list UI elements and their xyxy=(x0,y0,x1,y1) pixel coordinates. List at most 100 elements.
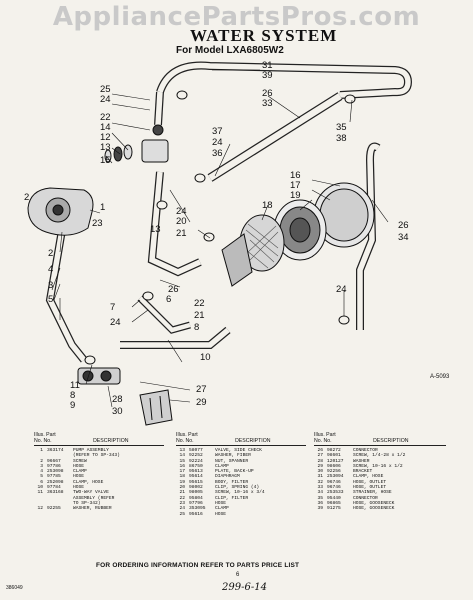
illus-number: 4 xyxy=(40,469,43,475)
callout-31: 31 xyxy=(262,60,273,71)
illus-number: 39 xyxy=(317,506,323,512)
part-number: 96865 xyxy=(327,500,341,506)
callout-2b: 2 xyxy=(48,248,53,259)
callout-37: 37 xyxy=(212,126,223,137)
watermark: AppliancePartsPros.com xyxy=(52,2,421,32)
callout-17: 17 xyxy=(290,180,301,191)
part-number: 92224 xyxy=(189,458,203,464)
illus-number: 26 xyxy=(317,448,323,453)
part-description: BRACKET xyxy=(353,469,373,475)
illus-number: 21 xyxy=(179,490,185,496)
illus-number: 32 xyxy=(317,479,323,485)
callout-2a: 2 xyxy=(24,192,29,203)
part-description: STRAINER, HOSE xyxy=(353,490,392,496)
part-number: 97784 xyxy=(47,485,61,491)
illus-number: 5 xyxy=(40,474,43,480)
part-number: 58077 xyxy=(189,448,203,453)
diagram-subtitle: For Model LXA6805W2 xyxy=(176,45,284,56)
part-number: 252098 xyxy=(47,479,64,485)
callout-26a: 26 xyxy=(262,88,273,99)
part-number: 86750 xyxy=(189,463,203,469)
illus-number: 18 xyxy=(179,474,185,480)
illus-number: 29 xyxy=(317,463,323,469)
callout-25: 25 xyxy=(100,84,111,95)
parts-header: Illus. Part No. No. DESCRIPTION xyxy=(34,432,129,444)
callout-20: 20 xyxy=(176,216,187,227)
callout-30: 30 xyxy=(112,406,123,417)
part-number: 97786 xyxy=(47,463,61,469)
part-number: 253094 xyxy=(327,474,344,480)
callout-10: 10 xyxy=(200,352,211,363)
part-number: 120127 xyxy=(327,458,344,464)
illus-number: 12 xyxy=(37,506,43,512)
illus-number: 14 xyxy=(179,453,185,459)
part-description: WASHER xyxy=(353,458,370,464)
part-description: HOSE xyxy=(215,511,227,517)
diagram-title: WATER SYSTEM xyxy=(190,26,338,45)
illus-number: 34 xyxy=(317,490,323,496)
illus-number: 20 xyxy=(179,485,185,491)
part-description: NUT, SPANNER xyxy=(215,458,249,464)
illus-number: 31 xyxy=(317,474,323,480)
callout-6: 6 xyxy=(166,294,171,305)
callout-8b: 8 xyxy=(70,390,75,401)
part-number: 92252 xyxy=(189,453,203,459)
part-description: HOSE, OUTLET xyxy=(353,485,387,491)
illus-number: 19 xyxy=(179,479,185,485)
parts-header: Illus. Part No. No. DESCRIPTION xyxy=(176,432,271,444)
part-description: TWO-WAY VALVE xyxy=(73,490,109,496)
part-number: 95804 xyxy=(189,495,203,501)
part-number: 97796 xyxy=(189,500,203,506)
parts-row: 31 253094 CLAMP, HOSE xyxy=(314,474,446,479)
part-description: TO SP-342) xyxy=(73,500,101,506)
part-description: HOSE xyxy=(215,500,227,506)
callout-27: 27 xyxy=(196,384,207,395)
callout-5: 5 xyxy=(48,294,53,305)
part-description: HOSE, GOOSENECK xyxy=(353,506,395,512)
part-description: CLAMP xyxy=(73,469,87,475)
part-number: 98002 xyxy=(189,485,203,491)
callout-38: 38 xyxy=(336,133,347,144)
part-description: ASSEMBLY (REFER xyxy=(73,495,115,501)
callout-24c: 24 xyxy=(176,206,187,217)
part-number: 353095 xyxy=(189,506,206,512)
illus-number: 33 xyxy=(317,485,323,491)
part-description: WASHER, RUBBER xyxy=(73,506,112,512)
part-description: BODY, FILTER xyxy=(215,479,249,485)
illus-number: 35 xyxy=(317,495,323,501)
illus-number: 15 xyxy=(179,458,185,464)
parts-header: Illus. Part No. No. DESCRIPTION xyxy=(314,432,409,444)
callout-9: 9 xyxy=(70,400,75,411)
part-number: 97785 xyxy=(47,474,61,480)
page-number: 6 xyxy=(236,572,240,578)
callout-4: 4 xyxy=(48,264,53,275)
part-description: CLAMP, HOSE xyxy=(353,474,384,480)
parts-row: 15 92224 NUT, SPANNER xyxy=(176,459,306,464)
part-description: CLAMP, HOSE xyxy=(73,479,104,485)
part-description: HOSE, GOOSENECK xyxy=(353,500,395,506)
callout-22: 22 xyxy=(100,112,111,123)
parts-row: TO SP-342) xyxy=(34,501,164,506)
part-number: 253533 xyxy=(327,490,344,496)
part-description: CLAMP xyxy=(215,506,229,512)
callout-34: 34 xyxy=(398,232,409,243)
part-number: 98272 xyxy=(327,448,341,453)
part-number: 95615 xyxy=(189,479,203,485)
illus-number: 16 xyxy=(179,463,185,469)
